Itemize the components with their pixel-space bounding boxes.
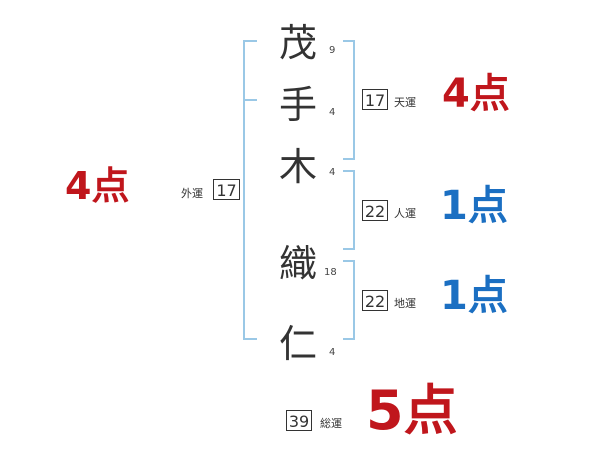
stroke-count-1: 9 [329,45,336,56]
stroke-count-3: 4 [329,167,336,178]
jinkaku-label: 人運 [394,207,416,220]
outer-bracket-divider [243,99,257,101]
tenkaku-bracket [343,40,355,160]
stroke-count-4: 18 [324,267,337,278]
outer-bracket [243,40,257,340]
soukaku-value: 39 [286,410,312,431]
tenkaku-score: 4点 [442,71,510,117]
gaikaku-score: 4点 [65,164,130,208]
name-char-1: 茂 [278,21,317,65]
tenkaku-label: 天運 [394,96,416,109]
tenkaku-value: 17 [362,89,388,110]
name-char-3: 木 [278,145,317,189]
chikaku-label: 地運 [394,297,416,310]
name-char-4: 織 [278,242,317,286]
jinkaku-bracket [343,170,355,250]
soukaku-score: 5点 [366,379,458,442]
name-char-2: 手 [278,83,317,127]
jinkaku-score: 1点 [440,183,508,229]
gaikaku-label: 外運 [181,187,203,200]
stroke-count-5: 4 [329,347,336,358]
stroke-count-2: 4 [329,107,336,118]
gaikaku-value: 17 [213,179,240,200]
chikaku-score: 1点 [440,273,508,319]
chikaku-bracket [343,260,355,340]
soukaku-label: 総運 [320,417,342,430]
name-char-5: 仁 [278,322,317,366]
jinkaku-value: 22 [362,200,388,221]
chikaku-value: 22 [362,290,388,311]
